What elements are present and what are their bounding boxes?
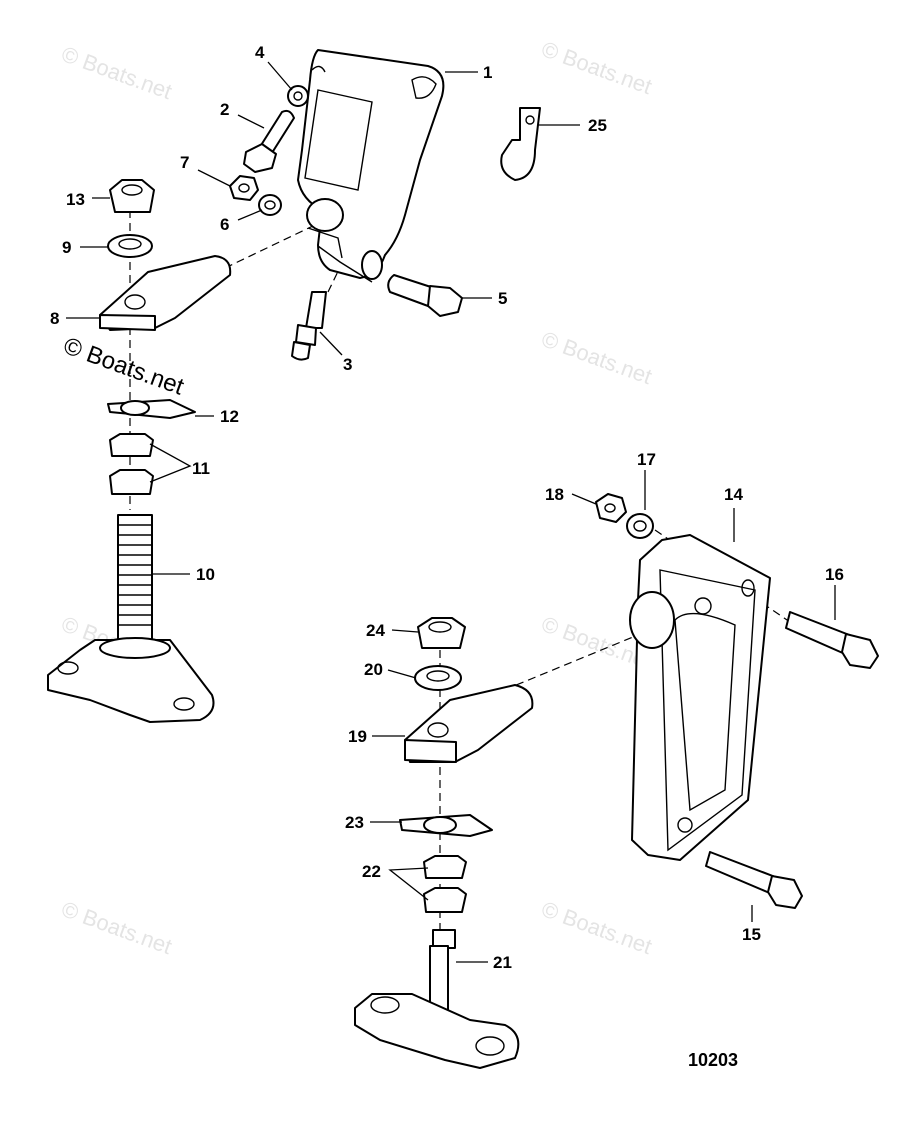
watermark: © Boats.net [58, 896, 175, 959]
callout-1: 1 [483, 63, 492, 82]
watermark: © Boats.net [538, 896, 655, 959]
leader-lines [66, 61, 836, 963]
part-4-washer [287, 85, 309, 107]
callout-24: 24 [366, 621, 385, 640]
part-18-nut [595, 493, 627, 523]
callout-19: 19 [348, 727, 367, 746]
watermark: © Boats.net [538, 36, 655, 99]
part-9-lock-washer [107, 234, 153, 258]
callout-11: 11 [192, 459, 210, 478]
callout-5: 5 [498, 289, 507, 308]
callout-6: 6 [220, 215, 229, 234]
part-19-cable-end [404, 684, 534, 763]
part-20-lock-washer [414, 665, 462, 691]
part-8-cable-end [99, 255, 232, 331]
callout-15: 15 [742, 925, 761, 944]
part-3-stud [291, 291, 327, 361]
part-7-nut [229, 175, 259, 201]
callout-9: 9 [62, 238, 71, 257]
callout-21: 21 [493, 953, 512, 972]
part-2-bolt [243, 109, 295, 173]
callout-12: 12 [220, 407, 239, 426]
part-24-nut [417, 617, 466, 649]
callout-3: 3 [343, 355, 352, 374]
part-23-tab-washer [399, 814, 493, 837]
callout-7: 7 [180, 153, 189, 172]
part-21-post [354, 929, 520, 1069]
callout-22: 22 [362, 862, 381, 881]
part-12-tab-washer [107, 399, 196, 419]
part-1-upper-bracket [297, 49, 445, 283]
part-10-mount [47, 514, 215, 723]
watermark: © Boats.net [58, 41, 175, 104]
callout-17: 17 [637, 450, 656, 469]
part-25-clamp [500, 107, 541, 181]
callout-8: 8 [50, 309, 59, 328]
part-6-washer [258, 194, 282, 216]
watermark-dark: © Boats.net [60, 332, 188, 400]
callout-18: 18 [545, 485, 564, 504]
callout-4: 4 [255, 43, 265, 62]
callout-20: 20 [364, 660, 383, 679]
part-11-nuts [109, 433, 154, 495]
part-5-bolt [387, 274, 463, 317]
part-15-bolt [705, 851, 803, 909]
callout-16: 16 [825, 565, 844, 584]
callout-14: 14 [724, 485, 743, 504]
part-13-nut [109, 179, 155, 213]
callout-labels: 1 2 3 4 5 6 7 8 9 10 11 12 13 14 15 16 1… [50, 43, 844, 1070]
part-16-bolt [785, 611, 879, 669]
diagram-id: 10203 [688, 1050, 738, 1070]
callout-25: 25 [588, 116, 607, 135]
part-17-washer [626, 513, 654, 539]
part-14-lower-bracket [629, 534, 771, 861]
watermark: © Boats.net [538, 326, 655, 389]
callout-10: 10 [196, 565, 215, 584]
part-22-nuts [423, 855, 467, 913]
callout-13: 13 [66, 190, 85, 209]
callout-23: 23 [345, 813, 364, 832]
callout-2: 2 [220, 100, 229, 119]
